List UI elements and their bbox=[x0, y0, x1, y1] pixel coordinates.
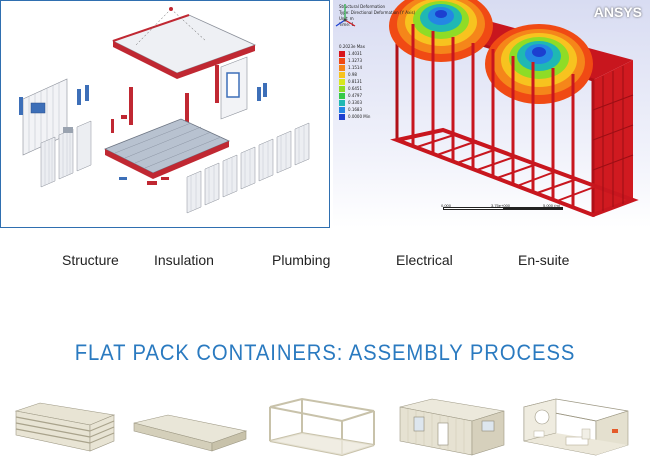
step-insulation: Insulation bbox=[154, 252, 214, 268]
legend-row: 1.4031 bbox=[339, 50, 370, 57]
legend-value: 1.1514 bbox=[348, 65, 362, 70]
legend-swatch bbox=[339, 99, 345, 106]
roof-edge-back bbox=[112, 14, 190, 42]
thumb-flat-pack-stack bbox=[14, 402, 116, 452]
floor-edge-front bbox=[105, 149, 153, 179]
section-title: FLAT PACK CONTAINERS: ASSEMBLY PROCESS bbox=[74, 340, 576, 365]
floor-edge-side bbox=[153, 141, 229, 179]
legend-title: 0.2023e Max bbox=[339, 44, 365, 49]
scale-label: 0.000 bbox=[441, 203, 452, 208]
legend-value: 0.8131 bbox=[348, 79, 362, 84]
step-structure: Structure bbox=[62, 252, 119, 268]
scale-label: 3.75e+000 bbox=[491, 203, 511, 208]
thumb-en-suite-interior bbox=[523, 398, 629, 456]
legend-swatch bbox=[339, 50, 345, 57]
legend-row: 0.0000 Min bbox=[339, 113, 370, 120]
step-en-suite: En-suite bbox=[518, 252, 570, 268]
legend-swatch bbox=[339, 71, 345, 78]
legend-value: 0.3303 bbox=[348, 100, 362, 105]
legend-row: 0.4797 bbox=[339, 92, 370, 99]
legend-swatch bbox=[339, 57, 345, 64]
assembly-thumbnails bbox=[0, 395, 650, 465]
fea-contours bbox=[389, 0, 593, 104]
roof-edge-front bbox=[113, 41, 177, 79]
legend-swatch bbox=[339, 85, 345, 92]
corner-post bbox=[215, 65, 219, 103]
thumb-closed-container bbox=[399, 398, 505, 456]
info-line: Time: 1 bbox=[339, 22, 354, 27]
legend-value: 0.0000 Min bbox=[348, 114, 371, 119]
corner-post bbox=[185, 93, 189, 133]
info-line: Structural Deformation bbox=[339, 4, 386, 9]
info-line: Type: Directional Deformation (Y Axis) bbox=[339, 10, 416, 15]
simulation-info: Structural Deformation Type: Directional… bbox=[339, 4, 415, 28]
fea-container-model bbox=[389, 0, 639, 218]
exploded-container-diagram bbox=[0, 0, 330, 228]
legend-value: 0.98 bbox=[348, 72, 357, 77]
legend-row: 1.3273 bbox=[339, 57, 370, 64]
legend-row: 0.6451 bbox=[339, 85, 370, 92]
fea-simulation-panel: ANSYS Structural Deformation Type: Direc… bbox=[333, 0, 650, 228]
assembly-steps: Structure Insulation Plumbing Electrical… bbox=[0, 252, 650, 272]
legend-swatch bbox=[339, 64, 345, 71]
legend-value: 0.6451 bbox=[348, 86, 362, 91]
contour-legend: 0.2023e Max 1.4031 1.3273 1.1514 0.98 0.8131… bbox=[339, 44, 370, 120]
legend-row: 0.3303 bbox=[339, 99, 370, 106]
legend-value: 1.3273 bbox=[348, 58, 362, 63]
floor-panel bbox=[104, 118, 230, 174]
roof-edge-side bbox=[177, 45, 255, 79]
legend-swatch bbox=[339, 106, 345, 113]
axis-triad-icon bbox=[335, 4, 356, 27]
legend-value: 0.4797 bbox=[348, 93, 362, 98]
ansys-logo: ANSYS bbox=[593, 4, 642, 20]
exploded-drawing bbox=[19, 7, 310, 214]
legend-row: 0.1683 bbox=[339, 106, 370, 113]
thumb-floor-base bbox=[133, 414, 248, 452]
scale-label: 5.000 (m) bbox=[543, 203, 561, 208]
legend-row: 1.1514 bbox=[339, 64, 370, 71]
legend-swatch bbox=[339, 78, 345, 85]
step-plumbing: Plumbing bbox=[272, 252, 331, 268]
step-electrical: Electrical bbox=[396, 252, 453, 268]
legend-swatch bbox=[339, 113, 345, 120]
legend-row: 0.98 bbox=[339, 71, 370, 78]
legend-value: 1.4031 bbox=[348, 51, 362, 56]
thumb-open-frame bbox=[269, 397, 375, 457]
legend-swatch bbox=[339, 92, 345, 99]
corner-post bbox=[129, 87, 133, 125]
scale-bar: 0.000 3.75e+000 5.000 (m) bbox=[441, 203, 563, 213]
info-line: Unit: m bbox=[339, 16, 354, 21]
legend-value: 0.1683 bbox=[348, 107, 362, 112]
legend-row: 0.8131 bbox=[339, 78, 370, 85]
